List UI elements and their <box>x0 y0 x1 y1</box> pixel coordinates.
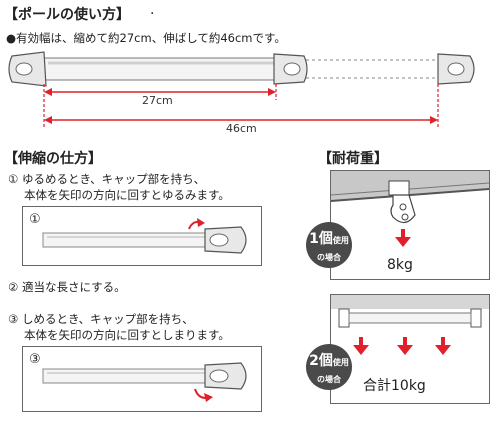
double-hook-drawing <box>331 295 489 355</box>
dim-short-label: 27cm <box>142 94 173 107</box>
double-load-weight: 合計10kg <box>363 378 426 394</box>
single-badge-count: 1個 <box>309 231 333 247</box>
load-section-title: 【耐荷重】 <box>318 151 388 167</box>
step3-pole-drawing <box>42 362 247 402</box>
single-badge-use: 使用 <box>332 236 349 245</box>
step2-text: ② 適当な長さにする。 <box>8 280 126 294</box>
double-use-badge: 2個使用 の場合 <box>306 344 352 390</box>
double-badge-use: 使用 <box>332 358 349 367</box>
double-load-panel: 合計10kg <box>330 294 490 404</box>
step1-line2: 本体を矢印の方向に回すとゆるみます。 <box>24 188 230 202</box>
step1-diagram-box: ① <box>22 206 262 266</box>
single-hook-drawing <box>331 171 489 247</box>
step1-pole-drawing <box>42 218 247 254</box>
single-load-weight: 8kg <box>387 257 413 273</box>
step1-box-label: ① <box>29 212 41 227</box>
extend-section-title: 【伸縮の仕方】 <box>4 151 102 167</box>
single-use-badge: 1個使用 の場合 <box>306 222 352 268</box>
pole-width-note: ●有効幅は、縮めて約27cm、伸ばして約46cmです。 <box>6 31 286 45</box>
double-badge-count: 2個 <box>309 353 333 369</box>
dim-long-label: 46cm <box>226 122 257 135</box>
step3-box-label: ③ <box>29 352 41 367</box>
step3-diagram-box: ③ <box>22 346 262 412</box>
step3-line1: ③ しめるとき、キャップ部を持ち、 <box>8 312 194 326</box>
single-badge-case: の場合 <box>317 253 341 262</box>
double-badge-case: の場合 <box>317 375 341 384</box>
step3-line2: 本体を矢印の方向に回すとしまります。 <box>24 328 230 342</box>
single-load-panel: 8kg <box>330 170 490 280</box>
title-dot: . <box>150 2 155 18</box>
pole-section-title: 【ポールの使い方】 <box>4 7 130 23</box>
step1-line1: ① ゆるめるとき、キャップ部を持ち、 <box>8 172 206 186</box>
pole-illustration <box>8 51 475 128</box>
